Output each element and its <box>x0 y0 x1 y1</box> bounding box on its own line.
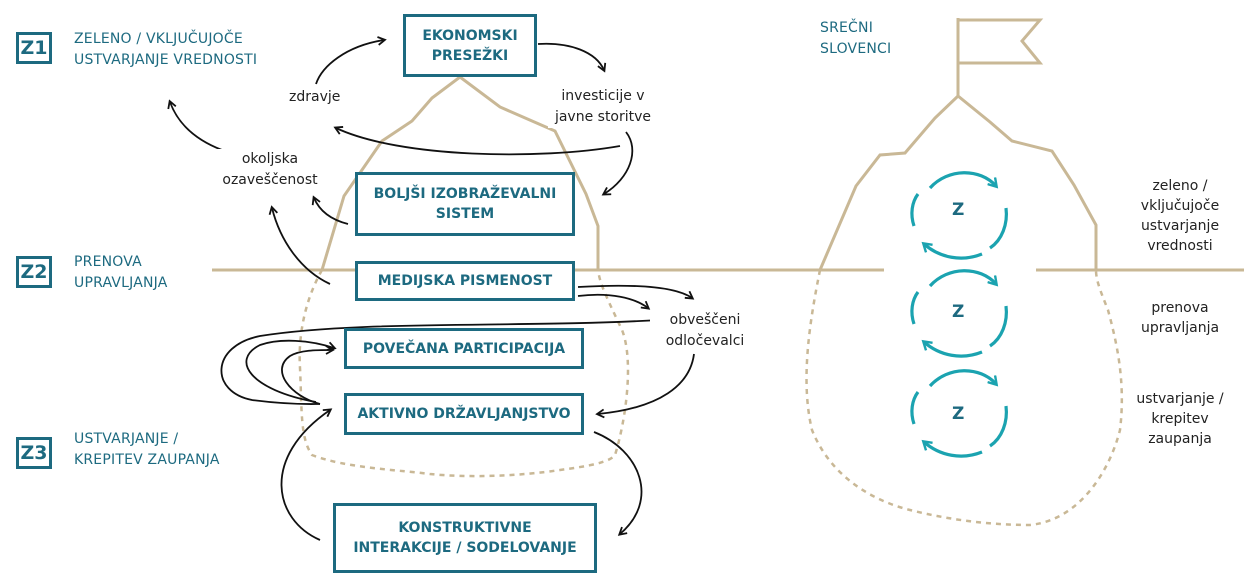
box-ekonomski-preseski: EKONOMSKI PRESEŽKI <box>403 14 537 77</box>
note-investicije-line2: javne storitve <box>554 109 652 125</box>
cycle-2-right <box>989 305 1008 348</box>
iceberg-right-top <box>818 94 1098 271</box>
cycle-3-left <box>910 391 920 425</box>
cycle-2-bottom <box>924 342 983 358</box>
iceberg-left-bottom <box>298 269 630 478</box>
side-prenova-line1: prenova <box>1151 300 1209 316</box>
arrow-loop-inner <box>281 345 335 405</box>
title-line1: SREČNI <box>820 20 874 36</box>
box-ekonomski-line2: PRESEŽKI <box>431 47 509 64</box>
side-ustvarjanje-line1: ustvarjanje / <box>1136 391 1224 407</box>
arrow-drzavljanstvo-to-participacija <box>245 339 337 403</box>
zone-label-z1: ZELENO / VKLJUČUJOČE USTVARJANJE VREDNOS… <box>74 29 257 71</box>
arrow-drzavljanstvo-to-interakcije <box>593 431 643 536</box>
title-line2: SLOVENCI <box>820 41 892 57</box>
arrow-ekonomski-to-investicije <box>537 42 607 73</box>
side-zeleno-line2: vključujoče <box>1140 198 1220 214</box>
zone-label-z1-line1: ZELENO / VKLJUČUJOČE <box>74 31 243 47</box>
cycle-z-3: Z <box>952 404 965 424</box>
box-izobrazevalni-sistem: BOLJŠI IZOBRAŽEVALNI SISTEM <box>355 172 575 236</box>
iceberg-left-top <box>320 75 600 271</box>
cycle-1-right <box>989 207 1008 250</box>
note-okoljska-line1: okoljska <box>241 151 299 167</box>
zone-label-z2-line2: UPRAVLJANJA <box>74 275 168 291</box>
box-aktivno-drzavljanstvo: AKTIVNO DRŽAVLJANJSTVO <box>344 393 584 435</box>
arrow-okoljska-to-z1 <box>167 99 223 151</box>
note-investicije: investicije v javne storitve <box>548 86 658 128</box>
note-okoljska-line2: ozaveščenost <box>222 172 318 188</box>
note-obvesceni: obveščeni odločevalci <box>650 310 760 352</box>
note-obvesceni-line1: obveščeni <box>669 312 741 328</box>
side-zeleno-line3: ustvarjanje <box>1140 218 1220 234</box>
zone-badge-z1: Z1 <box>16 32 52 64</box>
zone-badge-z3: Z3 <box>16 437 52 469</box>
arrow-obvesceni-to-drzavljanstvo <box>595 353 695 419</box>
arrow-medijska-to-okoljska <box>268 205 331 285</box>
arrow-interakcije-to-drzavljanstvo <box>280 408 333 541</box>
box-ekonomski-line1: EKONOMSKI <box>422 27 518 44</box>
box-konstruktivne-interakcije: KONSTRUKTIVNE INTERAKCIJE / SODELOVANJE <box>333 503 597 573</box>
arrow-zdravje-to-ekonomski <box>315 36 387 85</box>
iceberg-right-bottom <box>805 269 1124 527</box>
cycle-3-right <box>989 405 1008 448</box>
side-label-zeleno: zeleno / vključujoče ustvarjanje vrednos… <box>1120 176 1240 256</box>
zone-label-z2: PRENOVA UPRAVLJANJA <box>74 252 168 294</box>
note-investicije-line1: investicije v <box>561 88 645 104</box>
box-interakcije-line2: INTERAKCIJE / SODELOVANJE <box>353 540 577 556</box>
box-povecana-participacija: POVEČANA PARTICIPACIJA <box>344 328 584 369</box>
cycle-3-top <box>928 369 996 388</box>
zone-label-z2-line1: PRENOVA <box>74 254 142 270</box>
box-participacija-line1: POVEČANA PARTICIPACIJA <box>362 340 566 357</box>
note-okoljska: okoljska ozaveščenost <box>212 149 328 191</box>
side-ustvarjanje-line3: zaupanja <box>1148 431 1212 447</box>
arrow-obvesceni-loop-to-participacija <box>220 319 661 405</box>
cycle-1-bottom <box>924 244 983 260</box>
title-srecni-slovenci: SREČNI SLOVENCI <box>820 18 891 60</box>
arrow-investicije-to-izobrazevalni <box>601 131 634 196</box>
cycle-1-top <box>928 171 996 190</box>
box-medijska-pismenost: MEDIJSKA PISMENOST <box>355 261 575 301</box>
side-label-ustvarjanje: ustvarjanje / krepitev zaupanja <box>1120 389 1240 449</box>
box-izobrazevalni-line2: SISTEM <box>435 206 495 222</box>
cycle-2-top <box>928 269 996 288</box>
side-ustvarjanje-line2: krepitev <box>1151 411 1209 427</box>
cycle-1-left <box>910 193 920 227</box>
box-izobrazevalni-line1: BOLJŠI IZOBRAŽEVALNI <box>373 186 557 202</box>
flag-icon <box>958 18 1044 65</box>
arrow-izobrazevalni-to-okoljska <box>311 195 349 225</box>
cycle-3-bottom <box>924 442 983 458</box>
arrow-investicije-to-zdravje <box>333 126 621 156</box>
cycle-z-2: Z <box>952 302 965 322</box>
arrow-medijska-to-obvesceni-2 <box>577 284 695 300</box>
box-medijska-line1: MEDIJSKA PISMENOST <box>377 273 553 289</box>
box-drzavljanstvo-line1: AKTIVNO DRŽAVLJANJSTVO <box>357 406 571 422</box>
zone-label-z3: USTVARJANJE / KREPITEV ZAUPANJA <box>74 429 220 471</box>
note-obvesceni-line2: odločevalci <box>665 333 745 349</box>
box-interakcije-line1: KONSTRUKTIVNE <box>398 520 532 536</box>
zone-label-z3-line2: KREPITEV ZAUPANJA <box>74 452 220 468</box>
side-prenova-line2: upravljanja <box>1140 320 1220 336</box>
side-zeleno-line1: zeleno / <box>1152 178 1208 194</box>
arrow-medijska-to-obvesceni-1 <box>577 293 651 310</box>
side-label-prenova: prenova upravljanja <box>1120 298 1240 338</box>
cycle-z-1: Z <box>952 200 965 220</box>
zone-label-z1-line2: USTVARJANJE VREDNOSTI <box>74 52 258 68</box>
zone-label-z3-line1: USTVARJANJE / <box>74 431 179 447</box>
cycle-2-left <box>910 291 920 325</box>
side-zeleno-line4: vrednosti <box>1147 238 1213 254</box>
note-zdravje: zdravje <box>289 87 341 108</box>
zone-badge-z2: Z2 <box>16 256 52 288</box>
